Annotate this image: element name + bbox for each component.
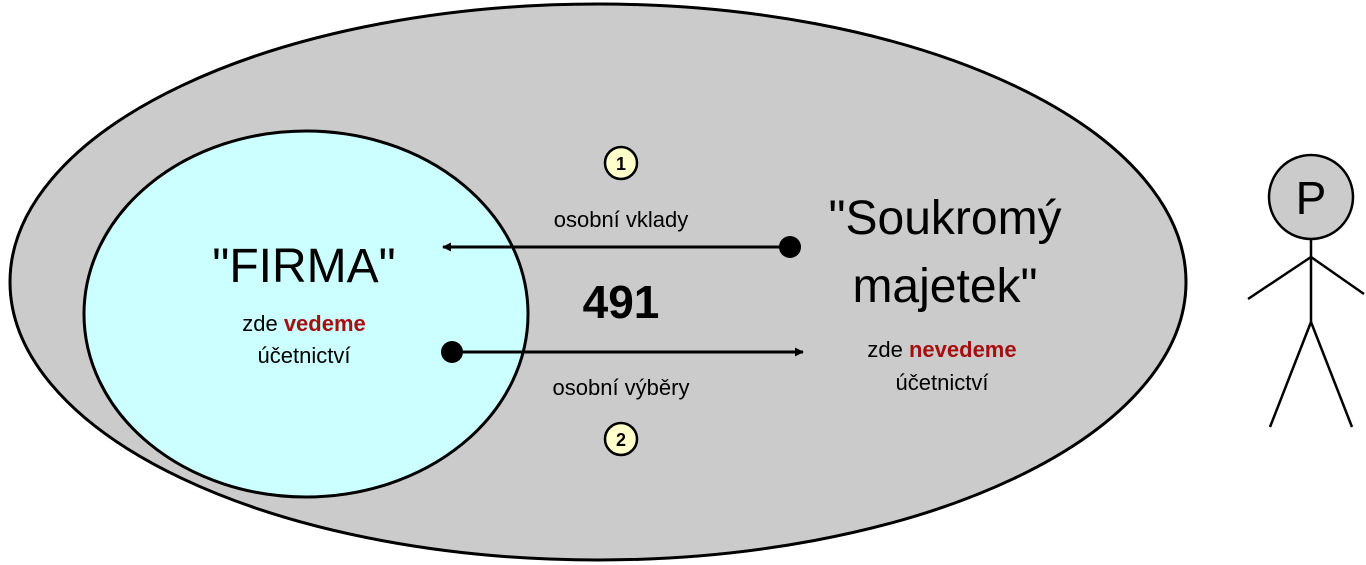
flow-2-origin-dot xyxy=(441,341,463,363)
firma-line1: zde vedeme xyxy=(242,311,366,336)
flow-1-badge xyxy=(603,145,639,181)
flow-2-badge xyxy=(603,421,639,457)
soukromy-line1-emph: nevedeme xyxy=(909,337,1017,362)
firma-ellipse xyxy=(82,129,530,499)
firma-line1-prefix: zde xyxy=(242,311,284,336)
firma-title: "FIRMA" xyxy=(212,240,395,293)
soukromy-title-line2: majetek" xyxy=(852,260,1037,313)
firma-line2: účetnictví xyxy=(258,343,351,368)
soukromy-line1-prefix: zde xyxy=(867,337,909,362)
flow-1-label: osobní vklady xyxy=(554,207,689,232)
soukromy-line1: zde nevedeme xyxy=(867,337,1016,362)
flow-1-badge-number: 1 xyxy=(616,154,626,174)
flow-2-label: osobní výběry xyxy=(553,375,690,400)
soukromy-line2: účetnictví xyxy=(896,370,989,395)
firma-line1-emph: vedeme xyxy=(284,311,366,336)
flow-1-origin-dot xyxy=(779,236,801,258)
person-initial: P xyxy=(1296,172,1327,224)
account-number: 491 xyxy=(583,276,660,328)
soukromy-title-line1: "Soukromý xyxy=(828,192,1061,245)
flow-2-badge-number: 2 xyxy=(616,430,626,450)
stick-figure-icon xyxy=(1247,153,1365,428)
